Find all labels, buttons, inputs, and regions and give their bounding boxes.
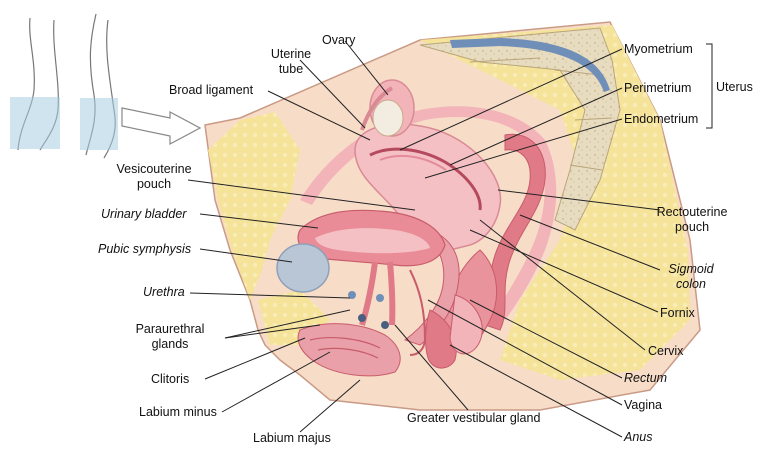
label-fornix: Fornix: [660, 306, 695, 320]
label-vesicouterine-line2: pouch: [136, 177, 172, 191]
label-myometrium: Myometrium: [624, 42, 693, 56]
label-perimetrium: Perimetrium: [624, 81, 692, 95]
label-broad-ligament: Broad ligament: [169, 83, 254, 97]
label-labium-minus: Labium minus: [139, 405, 217, 419]
region-box-front: [10, 97, 60, 149]
label-rectum: Rectum: [624, 371, 668, 385]
label-vesicouterine-line1: Vesicouterine: [116, 162, 192, 176]
leader-lines: [187, 40, 713, 438]
label-paraurethral-line1: Paraurethral: [135, 322, 205, 336]
region-box-side: [80, 98, 118, 150]
label-greater-vestibular-gland: Greater vestibular gland: [407, 411, 541, 425]
orientation-sketch: [10, 13, 202, 159]
label-sigmoid-line2: colon: [676, 277, 706, 291]
label-sigmoid-line1: Sigmoid: [668, 262, 714, 276]
label-endometrium: Endometrium: [624, 112, 699, 126]
label-rectouterine-line2: pouch: [674, 220, 710, 234]
label-urinary-bladder: Urinary bladder: [101, 207, 187, 221]
pointer-arrow-icon: [121, 107, 202, 145]
label-urethra: Urethra: [143, 285, 185, 299]
label-cervix: Cervix: [648, 344, 684, 358]
label-ovary: Ovary: [322, 33, 356, 47]
label-clitoris: Clitoris: [151, 372, 190, 386]
label-uterine-tube-line1: Uterine: [270, 47, 312, 61]
label-labium-majus: Labium majus: [253, 431, 331, 445]
pelvis-section: [204, 21, 701, 411]
label-rectouterine-line1: Rectouterine: [656, 205, 728, 219]
pubic-symphysis-shape: [276, 243, 330, 293]
label-uterine-tube-line2: tube: [278, 62, 304, 76]
label-vagina: Vagina: [624, 398, 662, 412]
label-uterus: Uterus: [716, 80, 753, 94]
uterus-shape: [354, 123, 502, 251]
label-paraurethral-line2: glands: [151, 337, 189, 351]
label-pubic-symphysis: Pubic symphysis: [98, 242, 192, 256]
label-anus: Anus: [624, 430, 653, 444]
